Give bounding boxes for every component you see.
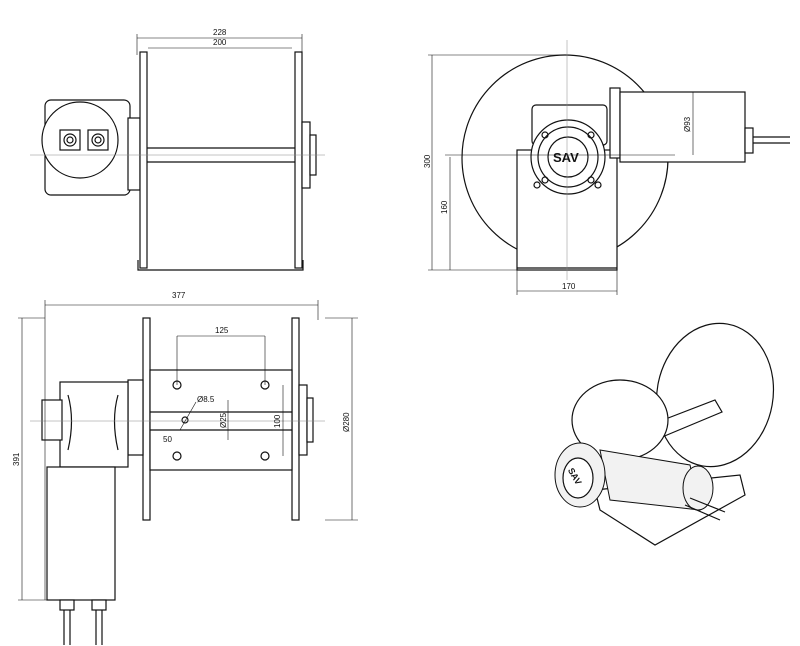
dim-hole-diameter: Ø8.5 (197, 395, 215, 404)
base-bracket (137, 260, 304, 271)
drum-plate-left (139, 51, 148, 269)
dim-drum-width: 200 (213, 38, 227, 47)
drum-plate-left (142, 317, 151, 521)
logo-sav: SAV (553, 150, 579, 165)
motor (46, 466, 116, 601)
dim-overall-height: 391 (12, 452, 21, 466)
drum-plate-right (294, 51, 303, 269)
dim-height: 300 (423, 154, 432, 168)
mounting-holes (172, 380, 270, 461)
nut (59, 129, 81, 151)
flange (127, 117, 141, 191)
dim-hole-offset: 50 (163, 435, 172, 444)
front-view: SAV 300 160 170 Ø93 (423, 40, 790, 295)
dim-flange-diameter: Ø280 (342, 412, 351, 432)
dim-overall-length: 377 (172, 291, 186, 300)
dim-shaft-diameter: Ø25 (219, 412, 228, 428)
gearbox (59, 381, 129, 468)
dim-axis-height: 160 (440, 200, 449, 214)
nut (87, 129, 109, 151)
dim-base-width: 170 (562, 282, 576, 291)
drum-disc-right (655, 322, 775, 468)
top-view: 377 125 Ø8.5 50 Ø25 100 Ø280 391 (12, 291, 358, 645)
dim-hole-spacing: 125 (215, 326, 229, 335)
side-view: 228 200 (30, 28, 325, 271)
motor (619, 91, 746, 163)
dim-hole-row-spacing: 100 (273, 414, 282, 428)
dim-motor-diameter: Ø93 (683, 116, 692, 132)
dim-overall-width: 228 (213, 28, 227, 37)
drum-plate-right (291, 317, 300, 521)
isometric-view: SAV (554, 322, 775, 546)
